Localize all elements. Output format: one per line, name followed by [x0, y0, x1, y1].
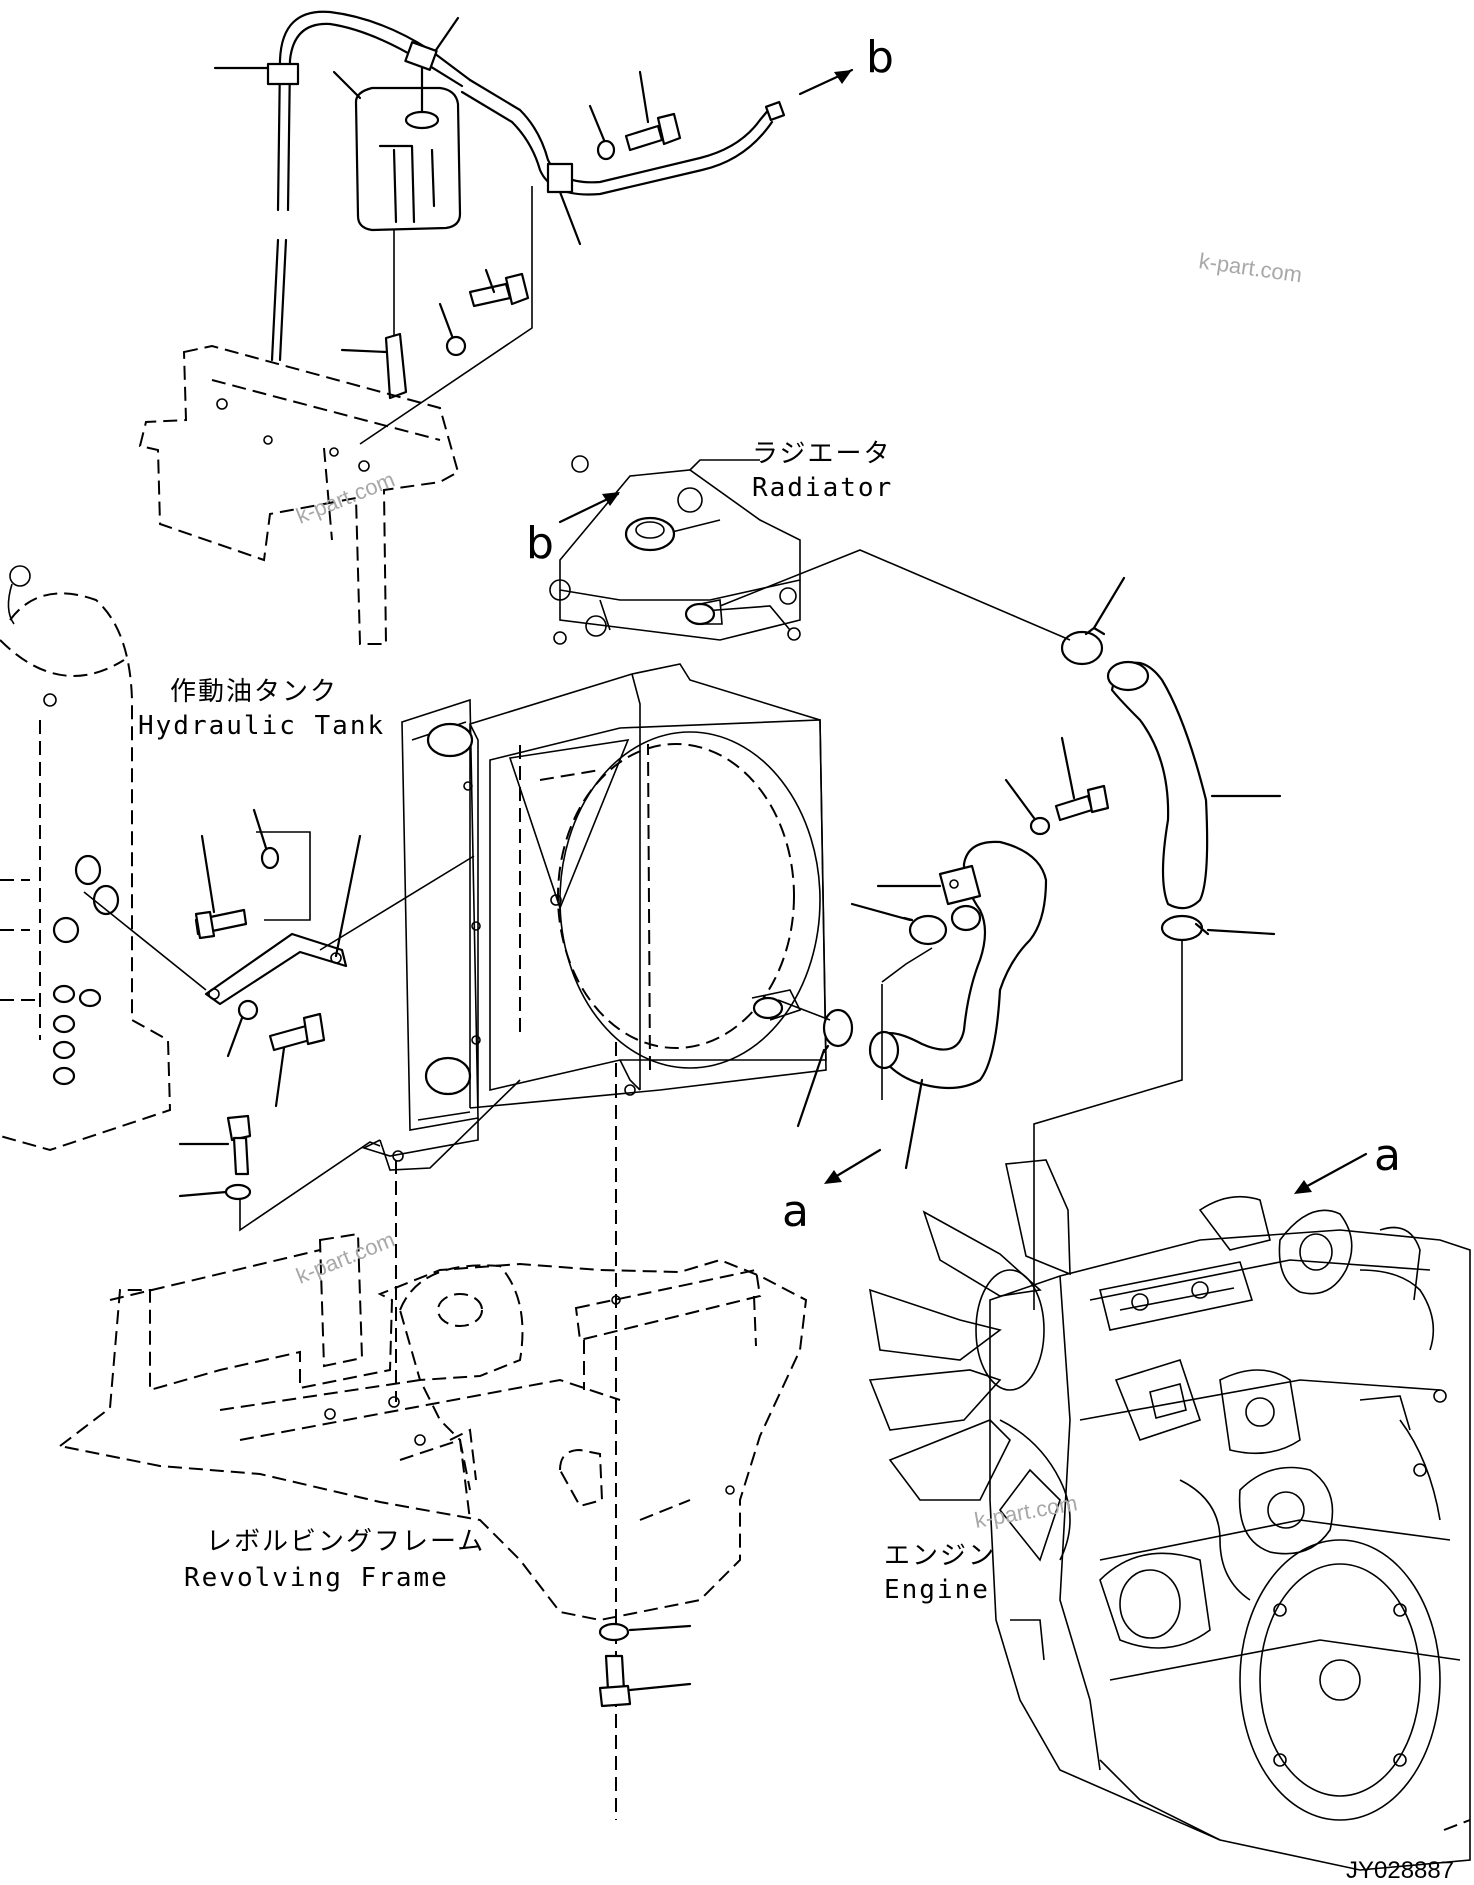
radiator-label-jp: ラジエータ	[752, 439, 891, 469]
bolt-stay-lower	[268, 1024, 312, 1052]
washer-clamp	[596, 139, 616, 161]
lower-radiator-hose	[877, 840, 1048, 1090]
watermark-engine: k-part.com	[973, 1490, 1080, 1533]
hose-clamp-upper-bottom	[1160, 914, 1204, 942]
stay-bracket	[204, 932, 348, 1006]
fan-blade	[1005, 1159, 1071, 1276]
bottom-left-fasteners	[178, 1114, 381, 1232]
radiator-label-en: Radiator	[752, 473, 893, 503]
hose-clamp-upper-top	[1060, 630, 1104, 666]
hose-clamp-left	[266, 62, 300, 86]
flow-arrow-b-radiator: b	[526, 492, 620, 569]
tank-cap	[404, 110, 440, 130]
overflow-hose-right	[460, 78, 774, 196]
hose-clamp-middle	[908, 914, 948, 946]
callout-a-engine: a	[1374, 1130, 1401, 1181]
washer-hose-bracket	[1029, 816, 1051, 836]
bolt-bottom-left	[226, 1114, 252, 1142]
bolt-tank	[468, 282, 512, 308]
revolving-frame-outline	[57, 1232, 808, 1622]
engine-label-en: Engine	[884, 1575, 990, 1605]
washer-stay-upper	[260, 846, 280, 870]
bolt-bottom-center	[604, 1654, 626, 1692]
radiator-assembly	[361, 455, 827, 1820]
reserve-tank-group	[213, 10, 786, 445]
washer-tank	[445, 335, 467, 357]
revolving-frame-label-en: Revolving Frame	[184, 1563, 449, 1593]
washer-bottom-center	[598, 1622, 630, 1642]
radiator-hoses	[719, 549, 1282, 1310]
engine-assembly	[868, 1159, 1471, 1871]
hydraulic-tank-label-en: Hydraulic Tank	[138, 711, 385, 741]
arrow-icon	[1298, 1152, 1368, 1192]
overflow-hose-upper	[276, 10, 472, 212]
reserve-tank	[354, 86, 462, 232]
washer-stay-lower	[237, 999, 259, 1021]
upper-radiator-hose	[1110, 661, 1209, 910]
hose-clamp-right	[546, 162, 574, 194]
hydraulic-tank-outline	[0, 565, 172, 1152]
callout-b-top: b	[866, 32, 894, 83]
hydraulic-tank-label-jp: 作動油タンク	[170, 677, 338, 707]
bolt-clamp	[624, 124, 664, 152]
hydraulic-ports	[52, 854, 120, 1086]
flow-arrow-a-left: a	[782, 1148, 882, 1237]
engine-label-jp: エンジン	[884, 1541, 996, 1571]
callout-a-left: a	[782, 1186, 809, 1237]
flow-arrow-b-top: b	[798, 32, 894, 96]
revolving-frame-label-jp: レボルビングフレーム	[206, 1527, 485, 1557]
hose-clamp-lower	[822, 1008, 854, 1048]
callout-b-radiator: b	[526, 518, 554, 569]
hose-end-fitting	[764, 100, 786, 122]
hose-clamp-top	[404, 41, 438, 71]
upper-mount-plate	[138, 344, 460, 645]
bolt-hose-bracket	[1054, 794, 1094, 822]
bottom-center-fasteners	[598, 1622, 692, 1708]
arrow-icon	[828, 1148, 882, 1182]
overflow-hose-lower	[270, 238, 288, 362]
watermark-upper-left: k-part.com	[293, 467, 399, 529]
tank-bracket	[384, 332, 408, 400]
tank-detail	[378, 144, 436, 224]
watermark-top-right: k-part.com	[1197, 248, 1303, 287]
hose-bracket	[938, 864, 982, 906]
flow-arrow-a-engine: a	[1294, 1130, 1401, 1194]
drawing-code: JY028887	[1346, 1857, 1454, 1884]
stay-bracket-group	[83, 808, 475, 1108]
washer-bottom-left	[224, 1183, 252, 1201]
